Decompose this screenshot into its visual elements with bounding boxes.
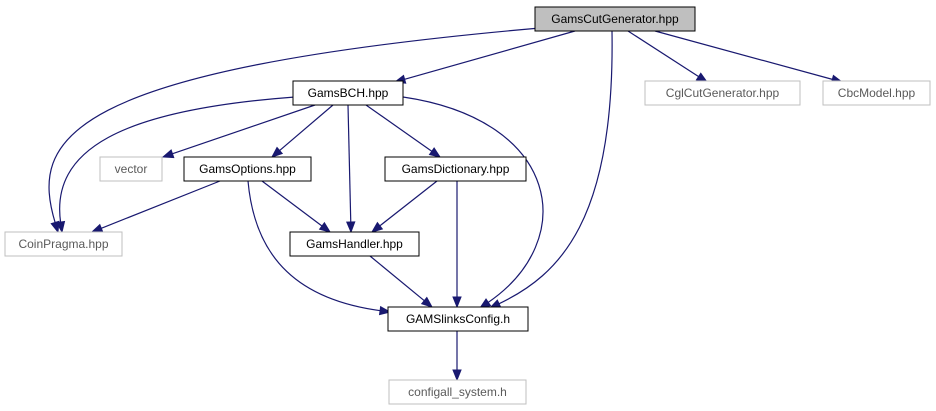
node-gamscutgenerator[interactable]: GamsCutGenerator.hpp [534,6,696,32]
node-gamshandler[interactable]: GamsHandler.hpp [289,231,420,257]
node-label: CbcModel.hpp [838,86,916,100]
edge-arrowhead [370,221,384,233]
edge-gamsbch-to-gamshandler [346,104,356,234]
node-box [289,231,420,257]
node-label: vector [115,162,148,176]
node-configall: configall_system.h [388,379,527,405]
node-vector: vector [99,156,163,182]
node-label: GamsDictionary.hpp [402,162,510,176]
node-box [644,80,801,106]
edge-line [627,30,700,78]
edge-gamsdictionary-to-gamshandler [370,180,438,233]
node-label: CoinPragma.hpp [18,237,108,251]
edge-gamsbch-to-gamsdictionary [365,104,442,158]
edge-arrowhead [420,296,434,308]
edge-arrowhead [90,223,104,233]
node-box [388,379,527,405]
node-coinpragma: CoinPragma.hpp [4,231,123,257]
node-box [4,231,123,257]
node-gamslinksconfig[interactable]: GAMSlinksConfig.h [387,306,529,332]
edge-line [497,30,613,305]
node-box [534,6,696,32]
edge-line [48,27,541,224]
edge-arrowhead [270,146,284,158]
edge-gamsbch-to-coinpragma [55,96,296,234]
edge-gamscutgenerator-to-cglcutgenerator [627,30,709,83]
node-box [387,306,529,332]
edge-line [171,104,316,155]
node-gamsdictionary[interactable]: GamsDictionary.hpp [384,156,527,182]
node-label: GamsHandler.hpp [306,237,403,251]
node-gamsbch[interactable]: GamsBCH.hpp [292,80,404,106]
node-label: GamsCutGenerator.hpp [551,12,679,26]
node-gamsoptions[interactable]: GamsOptions.hpp [183,156,312,182]
edge-line [402,96,544,304]
edge-gamslinksconfig-to-configall [452,331,462,382]
edge-line [100,180,221,230]
edge-line [261,180,324,228]
edge-gamsbch-to-gamslinksconfig [402,96,544,309]
edge-line [654,30,834,81]
edge-gamsoptions-to-gamshandler [261,180,332,233]
edge-arrowhead [452,369,462,382]
edge-arrowhead [428,147,442,158]
edge-line [369,255,426,302]
edge-line [278,104,334,152]
node-label: configall_system.h [408,385,507,399]
node-box [183,156,312,182]
node-cglcutgenerator: CglCutGenerator.hpp [644,80,801,106]
edges-layer [48,27,844,382]
edge-gamshandler-to-gamslinksconfig [369,255,434,308]
node-label: CglCutGenerator.hpp [666,86,780,100]
edge-gamsbch-to-gamsoptions [270,104,334,158]
edge-line [247,180,382,312]
edge-line [378,180,438,227]
node-label: GamsOptions.hpp [199,162,296,176]
node-box [292,80,404,106]
node-box [822,80,931,106]
edge-arrowhead [346,221,356,234]
edge-gamsoptions-to-gamslinksconfig [247,180,392,316]
edge-gamscutgenerator-to-gamsbch [393,30,576,84]
edge-line [403,30,576,81]
edge-gamsoptions-to-coinpragma [90,180,221,233]
edge-gamsbch-to-vector [161,104,316,159]
edge-arrowhead [452,296,462,309]
edge-line [347,104,352,224]
edge-arrowhead [318,221,332,233]
edge-line [59,96,296,224]
node-box [384,156,527,182]
edge-arrowhead [378,305,392,316]
edge-arrowhead [55,220,66,234]
edge-gamscutgenerator-to-cbcmodel [654,30,844,84]
edge-gamsdictionary-to-gamslinksconfig [452,181,462,309]
edge-line [365,104,433,153]
node-label: GAMSlinksConfig.h [406,312,510,326]
node-cbcmodel: CbcModel.hpp [822,80,931,106]
edge-arrowhead [161,149,175,159]
node-box [99,156,163,182]
node-label: GamsBCH.hpp [308,86,389,100]
